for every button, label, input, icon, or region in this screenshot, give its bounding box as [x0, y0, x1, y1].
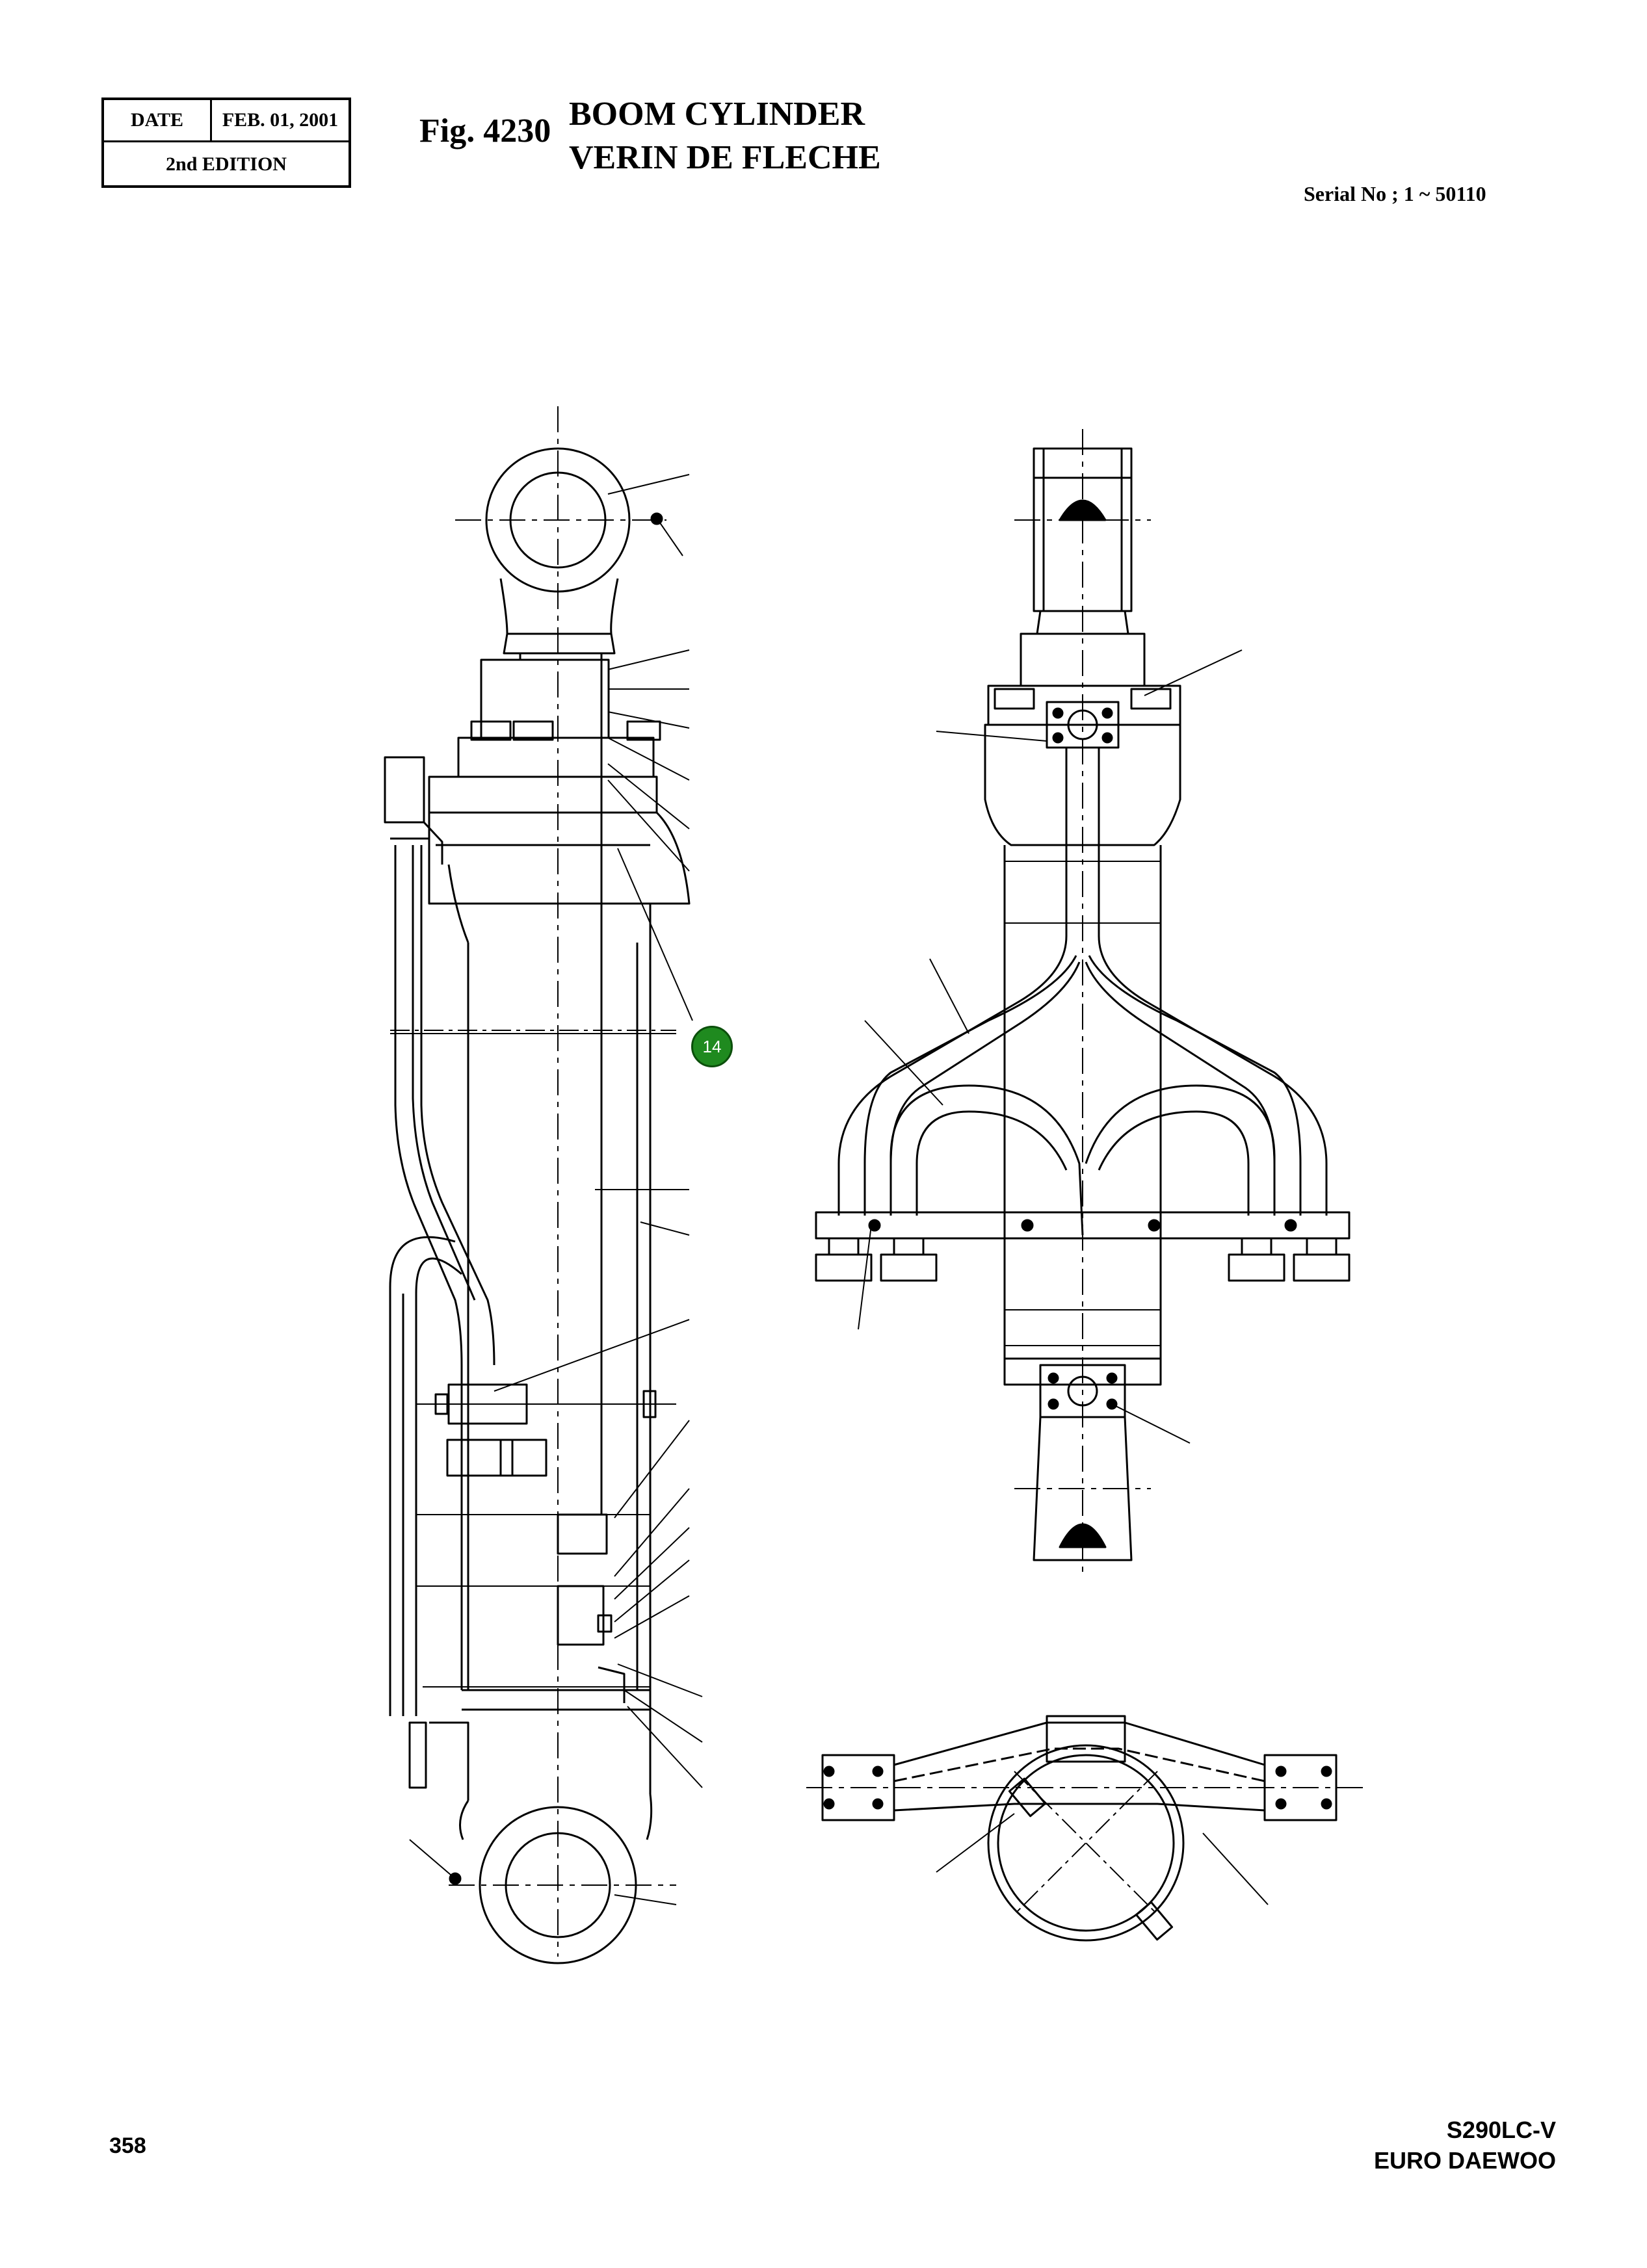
serial-number: Serial No ; 1 ~ 50110: [1304, 182, 1486, 205]
page-number: 358: [109, 2133, 146, 2158]
title-english: BOOM CYLINDER: [569, 96, 865, 133]
front-view: [815, 429, 1351, 1573]
date-row: DATE FEB. 01, 2001: [104, 100, 349, 142]
edition-label: 2nd EDITION: [166, 153, 287, 175]
title-french: VERIN DE FLECHE: [569, 139, 881, 176]
side-view: [384, 406, 703, 1964]
model-name: S290LC-V: [1446, 2117, 1556, 2143]
plan-view: [806, 1715, 1365, 1942]
date-label: DATE: [104, 100, 212, 140]
date-box: DATE FEB. 01, 2001 2nd EDITION: [101, 98, 351, 188]
brand-name: EURO DAEWOO: [1373, 2147, 1556, 2174]
date-value: FEB. 01, 2001: [222, 109, 339, 131]
figure-number: Fig. 4230: [419, 112, 551, 150]
callout-14[interactable]: 14: [691, 1026, 733, 1067]
